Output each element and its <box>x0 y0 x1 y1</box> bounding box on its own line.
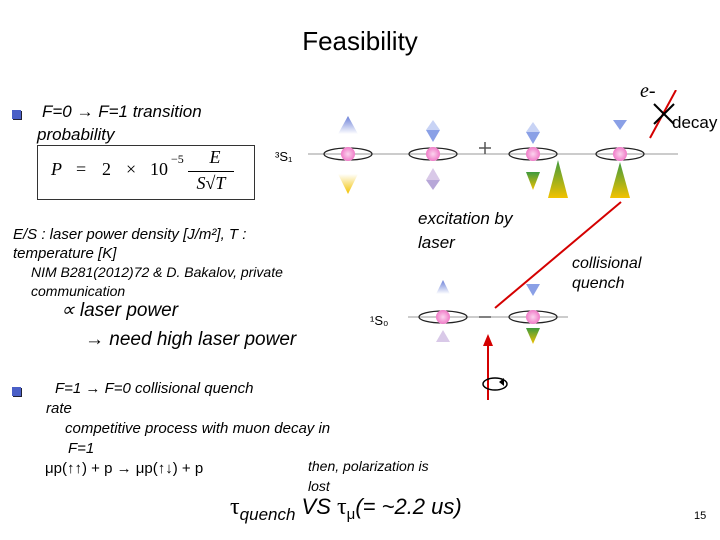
proportional-text: ∝ laser power <box>61 300 179 321</box>
formula-coef: 2 <box>102 159 111 179</box>
bullet-marker <box>12 110 21 119</box>
muon-spin-arrow-bottom <box>426 180 440 190</box>
electron-spin-down-arrow <box>338 116 358 134</box>
f1-text: F=1 <box>68 440 95 457</box>
singlet-state-group <box>408 280 568 344</box>
quench-subscript: quench <box>239 505 296 524</box>
electron-spin-arrow-top <box>526 122 540 132</box>
formula-exponent: −5 <box>171 152 184 166</box>
collisional-quench-line <box>494 201 622 309</box>
polarization-text-line2: lost <box>308 478 330 494</box>
muon-nucleus <box>436 310 450 324</box>
bullet1-line2: probability <box>37 125 115 144</box>
formula-times: × <box>126 159 137 179</box>
formula-p: P <box>51 159 62 179</box>
probability-formula: P = 2 × 10 −5 E S√T <box>37 145 255 200</box>
muon-spin-arrow <box>426 168 440 180</box>
hyperfine-transition-diagram <box>308 90 678 400</box>
competitive-text: competitive process with muon decay in <box>65 420 331 437</box>
formula-denominator: S√T <box>196 173 226 193</box>
triplet-state-label: ³S₁ <box>275 149 293 164</box>
formula-eq: = <box>76 159 87 179</box>
muon-lifetime-value: (= ~2.2 us) <box>355 494 462 519</box>
mu-subscript: μ <box>346 506 356 523</box>
muon-spin-arrow <box>610 162 630 198</box>
bullet2-line1: F=1 → F=0 collisional quench <box>55 380 254 397</box>
decay-label: decay <box>672 113 718 132</box>
tau-mu-symbol: τ <box>337 494 347 520</box>
muon-spin-arrow <box>526 328 540 344</box>
formula-numerator: E <box>209 147 221 167</box>
muon-spin-arrow <box>338 174 358 194</box>
tau-symbol: τ <box>230 494 240 520</box>
muon-nucleus <box>341 147 355 161</box>
rotation-icon <box>482 377 508 391</box>
laser-excitation-arrowhead <box>483 334 493 346</box>
bullet1-line1: F=0 → F=1 transition <box>42 102 202 121</box>
triplet-state-group <box>308 116 678 198</box>
muon-nucleus <box>526 147 540 161</box>
bullet-marker <box>12 387 21 396</box>
electron-spin-arrow <box>526 284 540 296</box>
electron-label: e- <box>640 80 656 102</box>
excitation-label-line1: excitation by <box>418 209 513 228</box>
excitation-label-line2: laser <box>418 233 455 252</box>
polarization-text-line1: then, polarization is <box>308 458 429 474</box>
lifetime-comparison: τquench VS τμ(= ~2.2 us) <box>230 494 462 524</box>
formula-ten: 10 <box>150 159 168 179</box>
need-high-laser-text: → need high laser power <box>85 329 297 350</box>
quench-label-line1: collisional <box>572 255 642 272</box>
reference-line1: NIM B281(2012)72 & D. Bakalov, private <box>31 264 283 280</box>
muon-spin-arrow <box>526 172 540 190</box>
reference-line2: communication <box>31 283 126 299</box>
page-number: 15 <box>694 510 707 522</box>
quench-label-line2: quench <box>572 275 625 292</box>
decay-cross-b <box>653 103 675 125</box>
definition-line2: temperature [K] <box>13 245 117 262</box>
muon-nucleus <box>613 147 627 161</box>
muon-nucleus <box>426 147 440 161</box>
muon-spin-arrow-large <box>548 160 568 198</box>
bullet2-line2: rate <box>46 400 72 417</box>
slide-title: Feasibility <box>302 26 418 56</box>
muon-nucleus <box>526 310 540 324</box>
electron-spin-arrow-top <box>426 120 440 130</box>
rotation-arrowhead <box>499 378 504 386</box>
electron-spin-arrow <box>526 132 540 144</box>
muon-spin-arrow <box>436 330 450 342</box>
electron-spin-arrow <box>426 130 440 142</box>
fraction-bar <box>188 171 234 172</box>
reaction-equation: μp(↑↑) + p → μp(↑↓) + p <box>45 460 204 477</box>
vs-text: VS <box>295 494 338 519</box>
singlet-state-label: ¹S₀ <box>370 313 389 328</box>
electron-spin-arrow <box>613 120 627 130</box>
electron-spin-arrow <box>436 280 450 294</box>
definition-line1: E/S : laser power density [J/m²], T : <box>13 226 247 243</box>
